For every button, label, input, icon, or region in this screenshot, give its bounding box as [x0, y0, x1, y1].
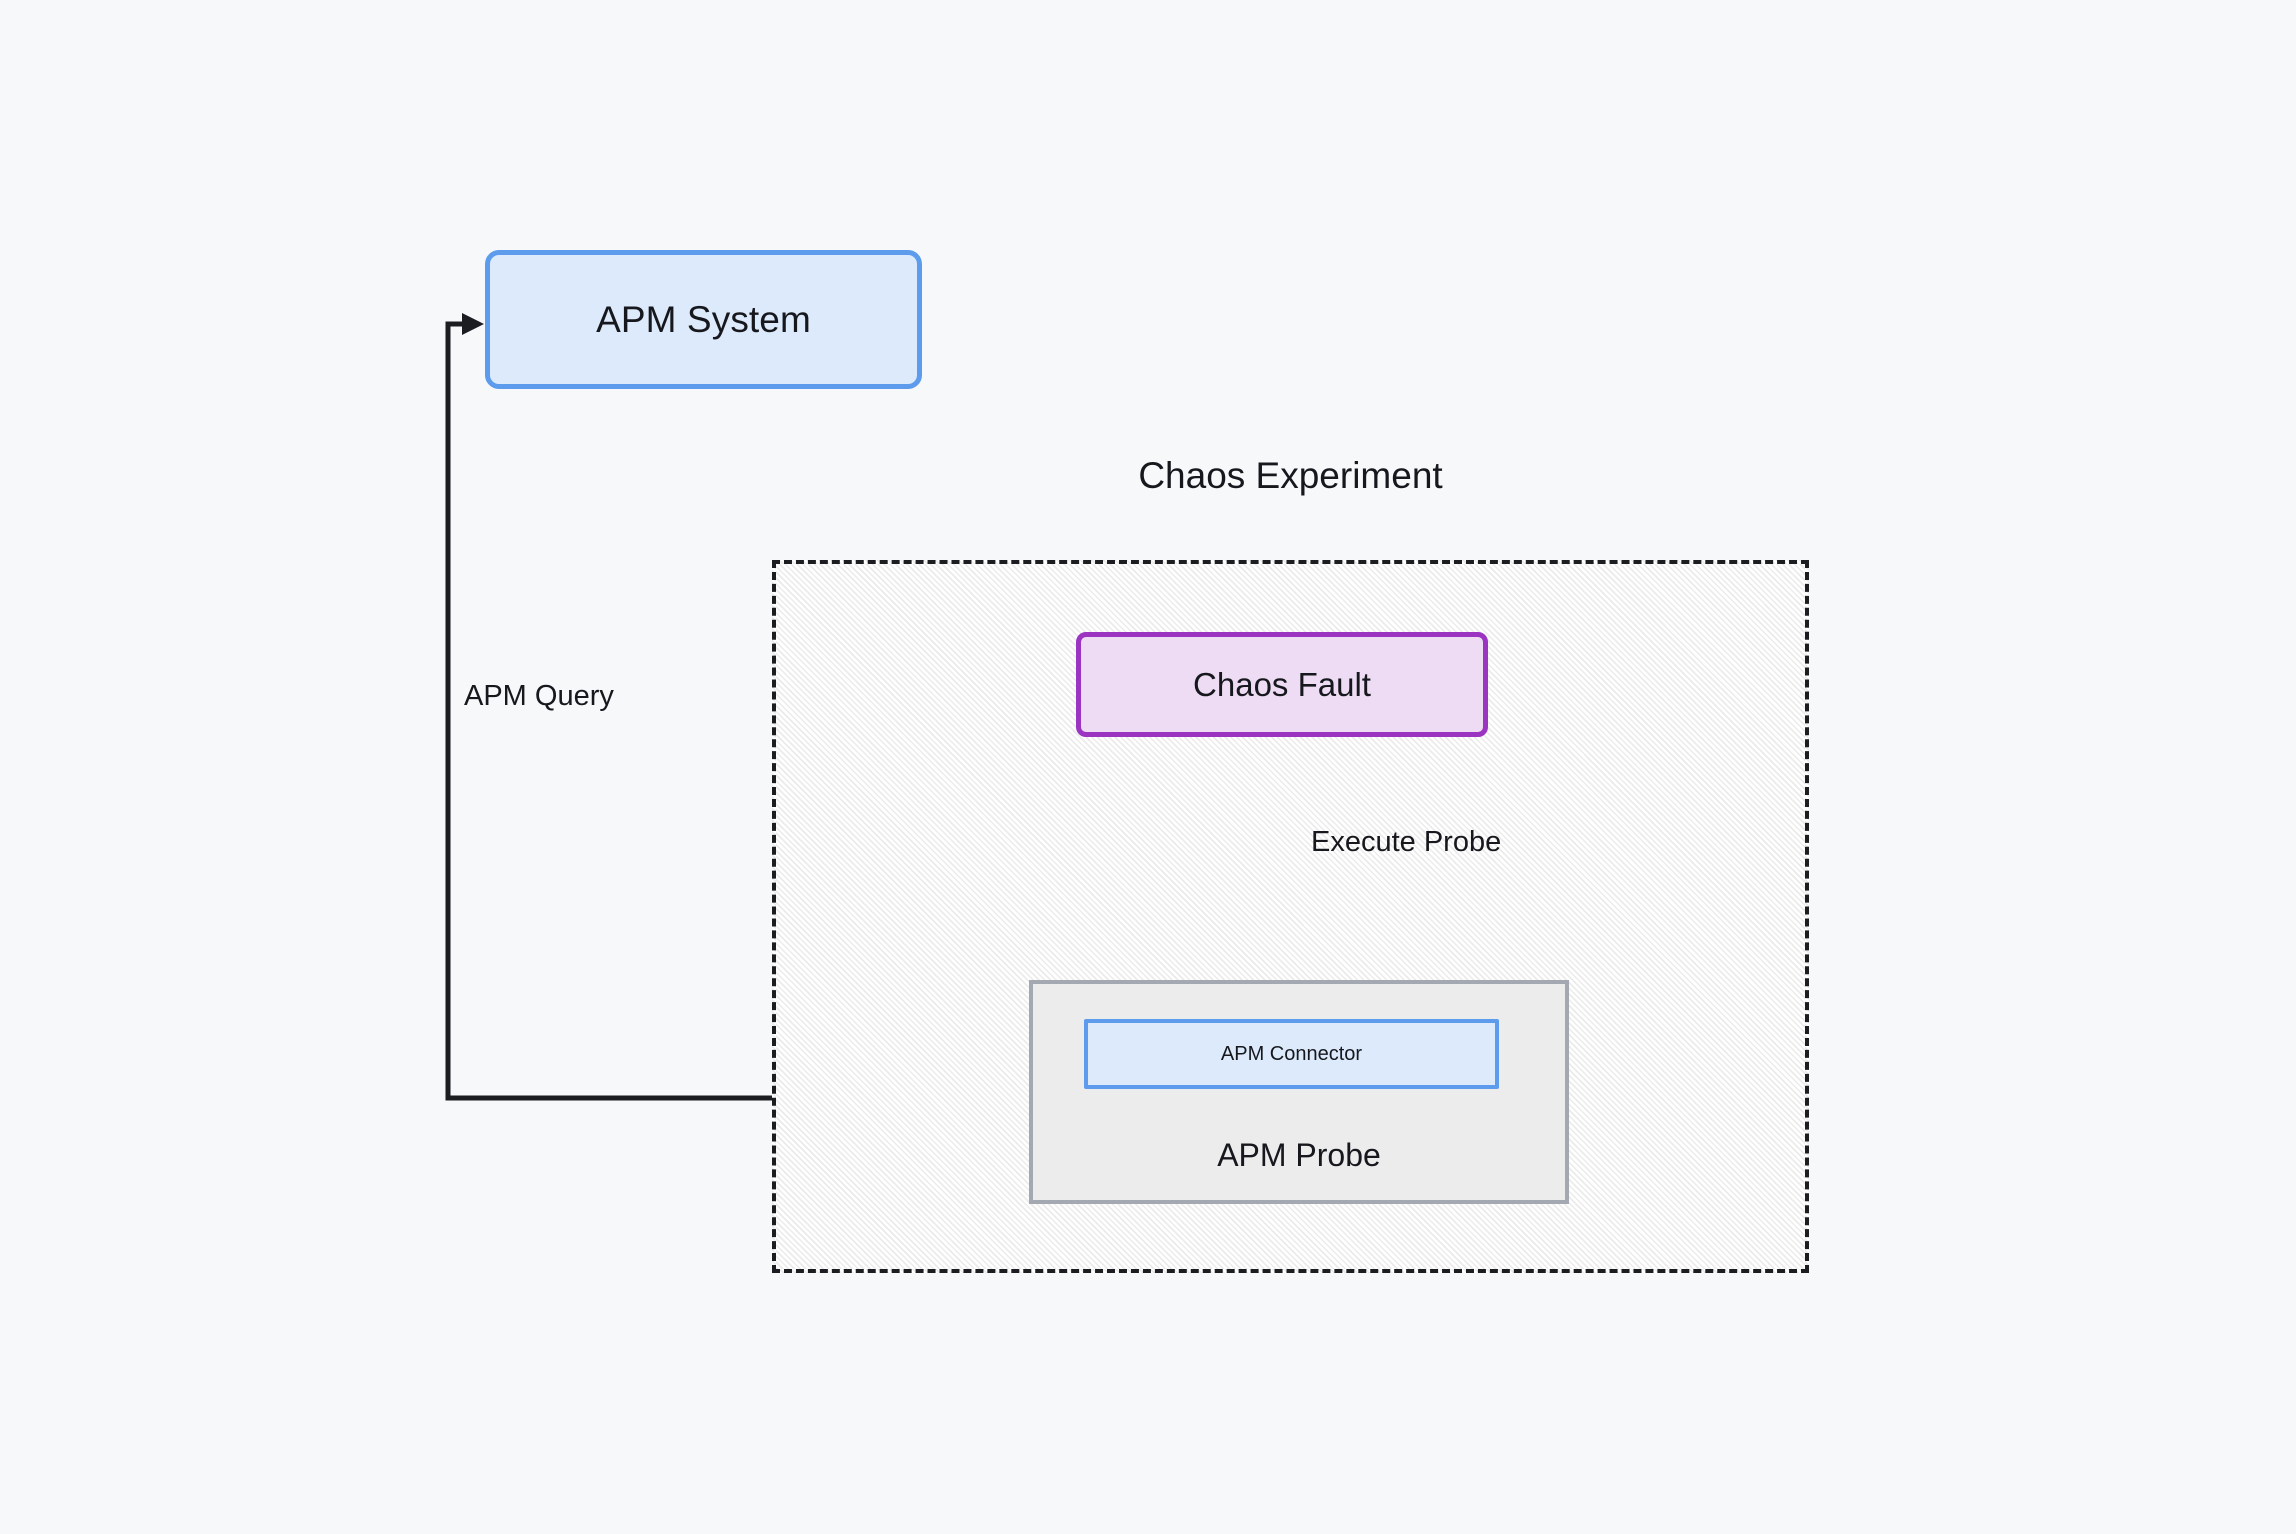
- node-apm-system[interactable]: APM System: [485, 250, 922, 389]
- node-apm-probe-label: APM Probe: [1217, 1137, 1381, 1173]
- edge-label-apm-query: APM Query: [464, 680, 614, 712]
- apm-query-arrowhead: [462, 313, 484, 335]
- chaos-experiment-title: Chaos Experiment: [1138, 455, 1443, 496]
- node-apm-connector-label: APM Connector: [1220, 1042, 1363, 1065]
- node-apm-connector[interactable]: APM Connector: [1084, 1019, 1499, 1089]
- node-chaos-fault-label: Chaos Fault: [1193, 665, 1371, 703]
- node-chaos-fault[interactable]: Chaos Fault: [1076, 632, 1488, 737]
- edge-label-execute-probe: Execute Probe: [1311, 826, 1502, 858]
- node-apm-probe[interactable]: APM Probe: [1029, 980, 1569, 1204]
- node-apm-system-label: APM System: [596, 298, 811, 340]
